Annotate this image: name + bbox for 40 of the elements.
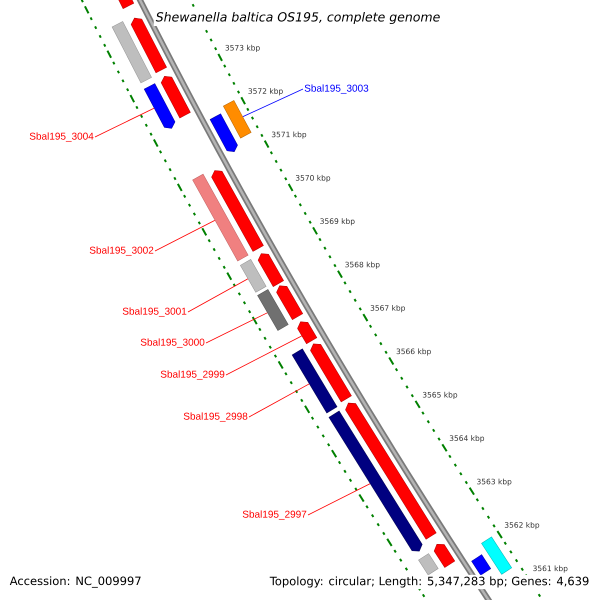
gene-feature [160,76,191,118]
leader-line [308,483,370,516]
leader-line [188,278,248,312]
leader-line [206,312,268,344]
gene-feature [310,344,352,402]
leader-line [94,108,154,138]
gene-feature [112,21,152,84]
genome-info-text: Topology: circular; Length: 5,347,283 bp; Genes: 4,639 [268,574,591,590]
gene-label: Sbal195_3004 [30,132,94,142]
gene-feature [211,170,264,252]
gene-feature [144,83,176,129]
gene-feature [116,0,134,9]
gene-feature [276,285,303,320]
gene-feature [292,348,338,414]
gene-feature [257,289,288,331]
gene-label: Sbal195_2999 [160,370,224,380]
gene-feature [210,114,238,152]
gene-feature [258,253,284,287]
gene-label: Sbal195_3001 [122,307,186,317]
leader-line [248,384,310,418]
gene-feature [481,536,512,575]
leader-line [154,220,216,252]
accession-text: Accession: NC_009997 [8,574,144,590]
gene-label: Sbal195_3000 [140,338,204,348]
gene-feature [345,402,436,540]
gene-feature [418,553,438,576]
gene-feature [328,410,422,552]
gene-label: Sbal195_3003 [304,84,368,94]
gene-label: Sbal195_2997 [242,510,306,520]
gene-feature [240,259,266,293]
gene-feature [223,100,252,138]
gene-label: Sbal195_3002 [90,246,154,256]
title: Shewanella baltica OS195, complete genome [154,10,442,26]
gene-feature [434,544,456,568]
gene-feature [297,322,318,344]
gene-feature [192,174,248,262]
leader-line [242,88,304,118]
leader-line [226,336,302,376]
gene-label: Sbal195_2998 [184,412,248,422]
gene-feature [471,554,491,576]
